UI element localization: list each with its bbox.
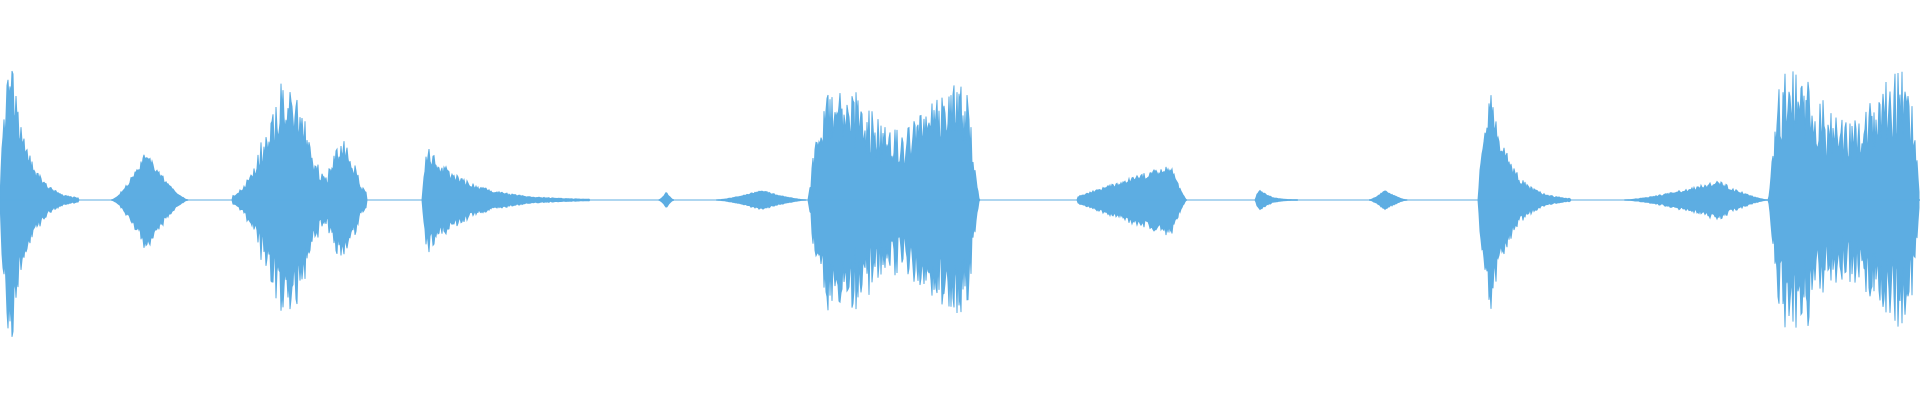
waveform-fill (0, 70, 1920, 337)
